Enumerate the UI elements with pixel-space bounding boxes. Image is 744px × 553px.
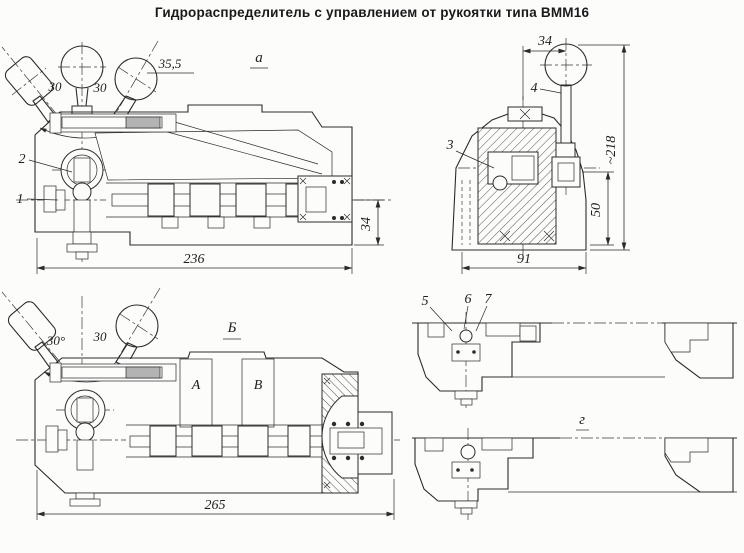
end-view-dimensions: 34 ~218 50 91: [461, 34, 630, 274]
port-slot-b: [241, 358, 275, 428]
strip-g-detent: [424, 437, 513, 515]
view-a-label: а: [255, 50, 263, 66]
view-a-angle-left: 30: [48, 79, 63, 94]
view-b-body: [34, 351, 359, 494]
lever-knob-right: [113, 57, 158, 121]
view-a-dimensions: 236 34: [36, 199, 384, 274]
view-a-section: 30 30 35,5 а: [1, 40, 392, 274]
port-slot-a: [179, 358, 213, 428]
view-a-body: [34, 104, 353, 246]
part-label-2: 2: [19, 152, 26, 167]
bottom-plug: [66, 231, 98, 260]
part-label-1: 1: [17, 192, 24, 207]
rocker-link: [159, 119, 323, 175]
part-label-6: 6: [465, 292, 472, 307]
hidden-edges: [461, 180, 471, 245]
dim-34-top: 34: [537, 34, 552, 49]
section-strip-top: 5 6 7: [412, 292, 737, 410]
dim-91: 91: [517, 252, 531, 267]
dim-218: ~218: [604, 136, 619, 165]
lever-knob-left: [4, 56, 57, 123]
bottom-plug-b: [69, 492, 101, 507]
strip-g-left-block: [414, 437, 534, 502]
top-bolt-b: [49, 362, 177, 383]
part-label-5: 5: [422, 294, 429, 309]
view-a-internals: [43, 112, 353, 260]
pivot-ball-joint-b: [64, 389, 106, 471]
strip-top-left-block: [417, 322, 541, 392]
strip-g-right-notch: [664, 437, 709, 463]
end-cap-plug-b: [321, 373, 393, 494]
view-a-angle-right: 30: [93, 80, 108, 95]
view-b-label: Б: [227, 320, 237, 336]
strip-g-right-block: [664, 437, 734, 493]
view-b-dimensions: 265: [36, 470, 395, 520]
end-view-part-labels: 4 3: [446, 81, 562, 169]
dim-265: 265: [205, 498, 226, 513]
section-g-label: г: [579, 412, 585, 428]
dim-34-right: 34: [359, 217, 374, 232]
view-b-angle-right: 30: [93, 329, 108, 344]
end-view-knob: [544, 43, 588, 87]
view-b-internals: А В: [45, 358, 393, 507]
port-label-b: В: [254, 378, 263, 393]
strip-top-right-notch: [664, 322, 709, 353]
dim-50: 50: [589, 203, 604, 217]
view-end: 4 3 34 ~218 50 91: [446, 34, 630, 274]
view-b-section: 30° 30 Б А В: [1, 287, 400, 520]
strip-top-part-labels: 5 6 7: [422, 292, 493, 332]
top-bolt: [49, 112, 177, 134]
strip-top-detent: [427, 322, 537, 406]
dim-236: 236: [184, 252, 205, 267]
dim-35-5: 35,5: [158, 56, 182, 71]
port-label-a: А: [191, 378, 201, 393]
spring-end-cap: [297, 175, 353, 223]
pivot-ball-joint: [60, 148, 104, 233]
part-label-7: 7: [485, 292, 493, 307]
view-b-angle-left: 30°: [46, 333, 65, 348]
view-a-part-labels: 2 1: [17, 152, 73, 207]
end-view-internals: [487, 106, 555, 242]
spool-assembly-b: [45, 424, 341, 458]
part-label-4: 4: [531, 81, 538, 96]
end-view-core-section: [477, 127, 557, 245]
part-label-3: 3: [446, 138, 454, 153]
internal-cavity: [94, 129, 333, 181]
section-strip-g: г: [412, 412, 737, 520]
end-view-lever: [544, 43, 588, 188]
